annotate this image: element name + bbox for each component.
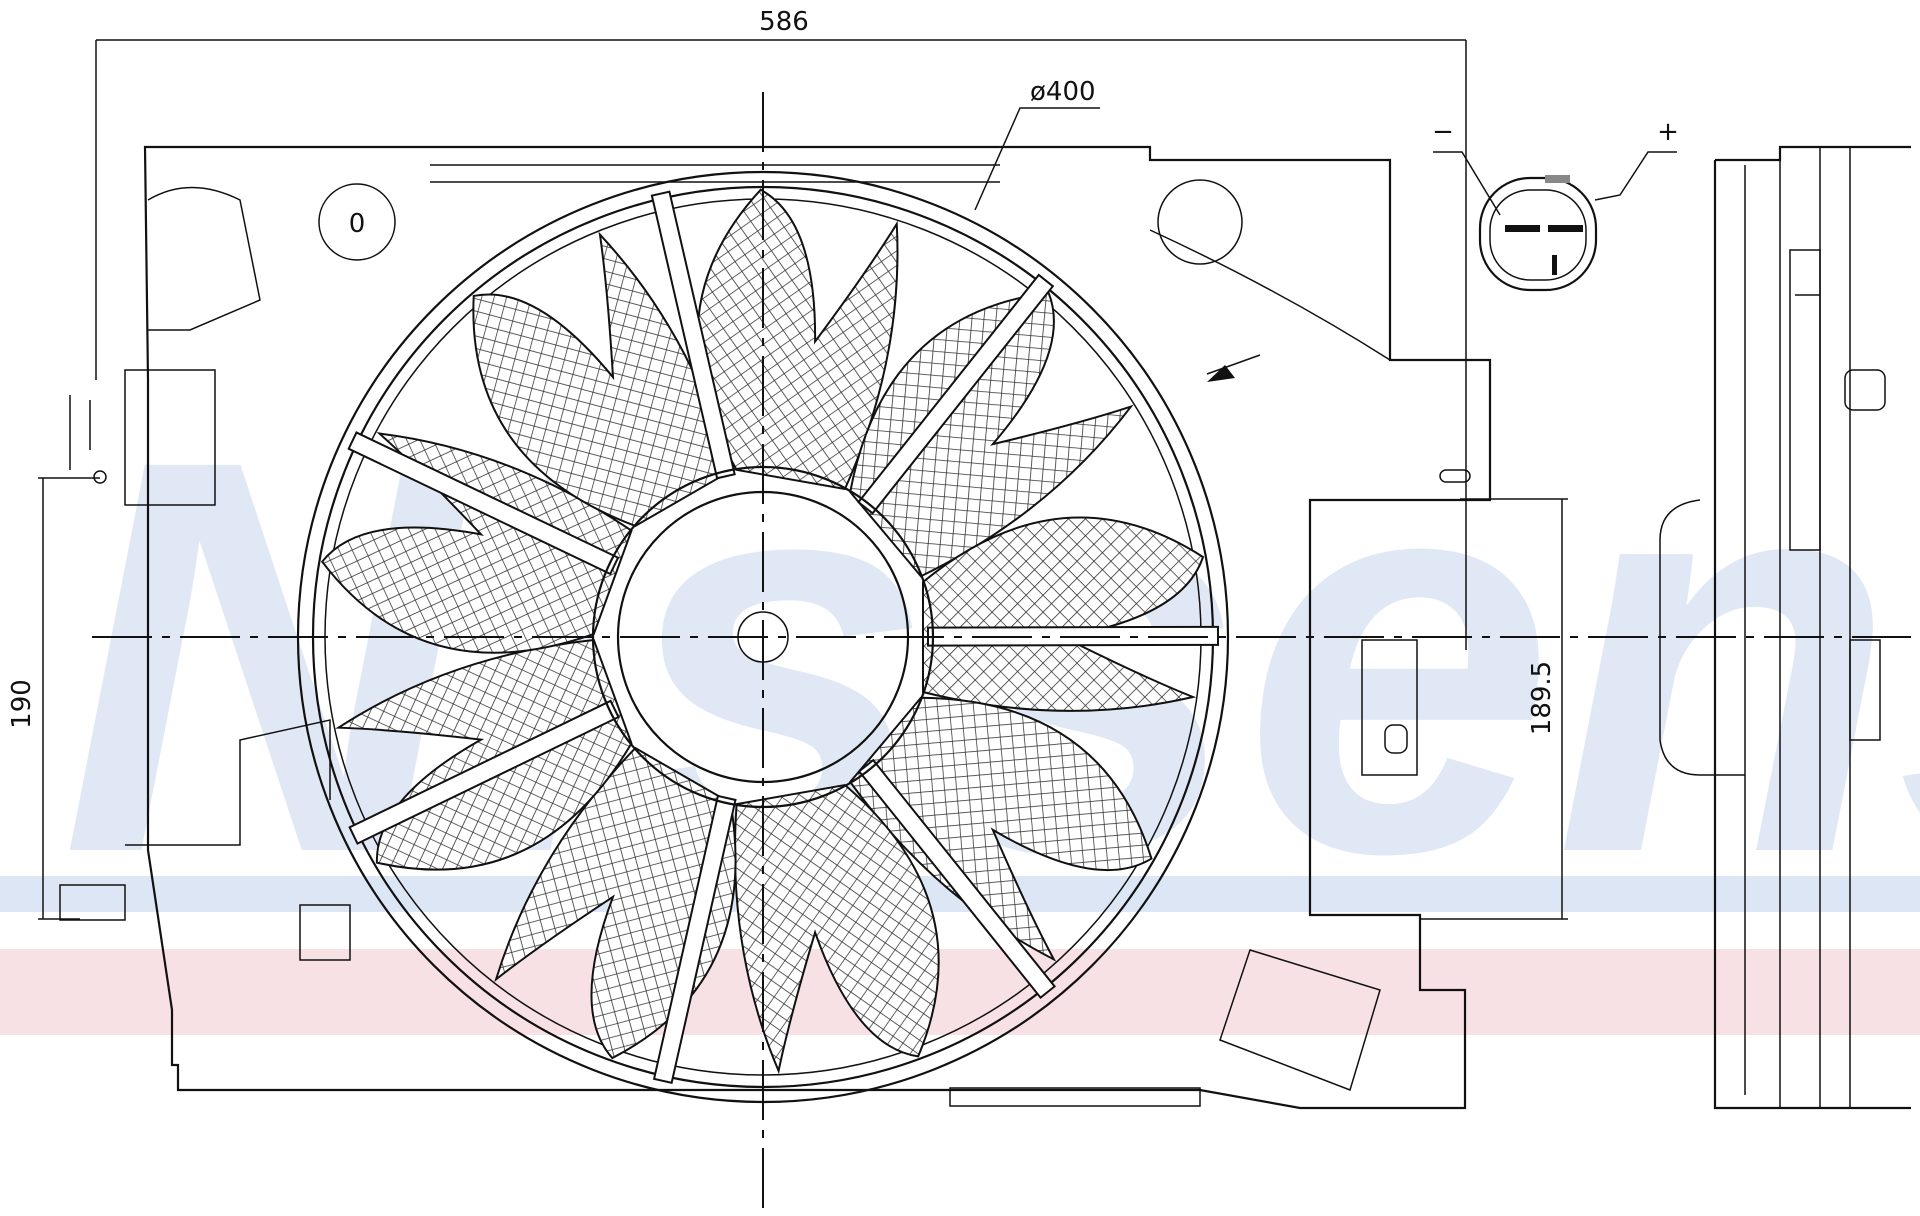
electrical-connector: − + bbox=[1432, 117, 1679, 292]
fan-strut bbox=[857, 273, 1055, 515]
dimension-left-height: 190 bbox=[7, 477, 100, 920]
dimension-label-189-5: 189.5 bbox=[1527, 661, 1557, 735]
fan-strut bbox=[347, 431, 620, 576]
dimension-label-190: 190 bbox=[7, 679, 37, 729]
side-view bbox=[1659, 145, 1911, 1110]
mount-hole-left: 0 bbox=[349, 209, 366, 239]
dimension-right-height: 189.5 bbox=[1420, 498, 1568, 920]
fan-blade bbox=[472, 231, 732, 528]
watermark-stripe-red bbox=[0, 949, 1920, 1035]
dimension-label-586: 586 bbox=[759, 7, 809, 37]
fan-blade bbox=[849, 291, 1134, 578]
dimension-overall-width: 586 bbox=[95, 7, 1467, 650]
shroud-frame: 0 bbox=[59, 145, 1492, 1110]
fan-blade bbox=[320, 432, 633, 654]
fan-blade bbox=[696, 188, 899, 491]
positive-terminal-label: + bbox=[1657, 117, 1679, 147]
fan-rotor bbox=[296, 170, 1230, 1104]
fan-strut bbox=[857, 758, 1057, 1000]
fan-strut bbox=[348, 699, 620, 845]
negative-terminal-label: − bbox=[1432, 117, 1454, 147]
dimension-fan-diameter: ø400 bbox=[974, 77, 1100, 211]
dimension-label-400: ø400 bbox=[1030, 77, 1096, 107]
fan-strut bbox=[650, 190, 736, 480]
fan-blade bbox=[733, 783, 940, 1075]
fan-strut bbox=[652, 794, 737, 1085]
